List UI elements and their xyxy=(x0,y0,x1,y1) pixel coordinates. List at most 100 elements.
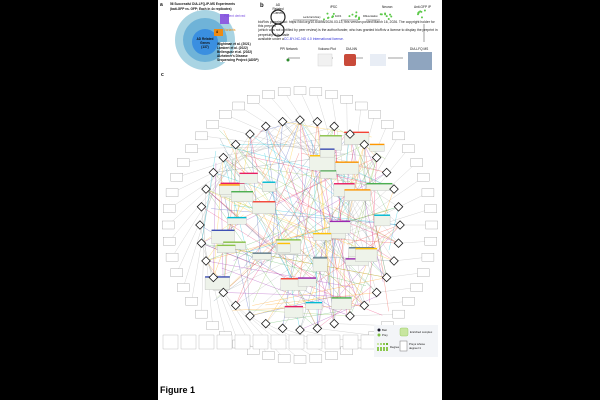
cell-icon xyxy=(351,13,354,16)
dia-nn-label: DIA-NN xyxy=(346,47,357,51)
legend-enriched-complex: Enriched complex xyxy=(410,330,433,334)
prey-box xyxy=(232,101,245,111)
cell-icon xyxy=(331,16,334,19)
bait-node xyxy=(371,287,382,298)
edge xyxy=(233,172,387,261)
bait-node xyxy=(230,300,241,311)
edge xyxy=(249,133,350,206)
edge xyxy=(349,237,385,316)
preys-degree1-box xyxy=(324,334,341,350)
prey-box xyxy=(392,131,405,141)
panel-b-label: b xyxy=(260,3,264,9)
cell-icon xyxy=(423,9,426,12)
complex-header xyxy=(211,229,235,232)
complex-header xyxy=(348,247,375,249)
source-2: Lambert et al. (2022) xyxy=(217,46,248,50)
bait-node xyxy=(393,201,404,212)
enriched-complex-box xyxy=(374,215,391,227)
edge xyxy=(245,251,251,316)
edge xyxy=(288,167,335,324)
preys-degree1-box xyxy=(198,334,215,350)
bait-node xyxy=(329,121,340,132)
edge xyxy=(299,120,304,203)
legend-preys-degree1-line1: Preys whose xyxy=(409,342,426,346)
prey-box xyxy=(325,351,338,360)
edge xyxy=(364,144,376,168)
variants-wedge xyxy=(214,29,223,36)
bait-node xyxy=(312,116,323,127)
prey-box xyxy=(195,131,208,141)
edge xyxy=(349,134,384,283)
legend-marks xyxy=(377,327,409,352)
enriched-complex-swatch xyxy=(399,327,409,337)
edge xyxy=(218,246,387,278)
complex-header xyxy=(355,247,378,250)
enriched-complex-box xyxy=(297,278,317,287)
prey-box xyxy=(185,297,198,306)
enriched-complex-box xyxy=(217,245,236,254)
preys-degree1-box xyxy=(306,334,323,350)
bait-node xyxy=(277,116,288,127)
license-link[interactable]: CC-BY-NC-ND 4.0 International license. xyxy=(283,36,344,41)
prey-box xyxy=(392,309,405,319)
edge xyxy=(212,157,224,285)
cell-icon xyxy=(379,13,382,16)
prey-box xyxy=(165,253,179,262)
edge xyxy=(169,119,301,209)
prey-box xyxy=(177,158,190,167)
cell-icon xyxy=(390,15,393,18)
cell-icon xyxy=(323,18,326,21)
source-3: Bellenguez et al. (2022) xyxy=(217,50,253,54)
edge xyxy=(262,121,283,175)
edge xyxy=(328,134,351,286)
enriched-complex-box xyxy=(355,248,378,262)
bait-node xyxy=(359,300,370,311)
bait-node xyxy=(208,167,219,178)
preys-degree1-box xyxy=(216,334,233,350)
enriched-complex-box xyxy=(331,298,352,310)
watermark-line2: (which was not certified by peer review)… xyxy=(258,28,438,37)
patient-derived-wedge xyxy=(220,14,229,24)
complex-header xyxy=(320,170,337,172)
bait-node xyxy=(196,201,207,212)
edge xyxy=(299,295,380,331)
variants-label: Variants xyxy=(224,28,236,32)
edge xyxy=(388,206,399,251)
complex-header xyxy=(374,214,391,216)
edge xyxy=(364,301,409,306)
enriched-complex-box xyxy=(329,221,351,234)
bait-node xyxy=(381,272,392,283)
legend-bait: Bait xyxy=(382,328,387,332)
prey-box xyxy=(262,90,275,99)
bait-node xyxy=(389,184,399,194)
edge xyxy=(201,206,316,278)
edge xyxy=(235,144,314,197)
enriched-complex-box xyxy=(319,149,335,158)
preys-degree1-box xyxy=(270,334,287,350)
enriched-complex-box xyxy=(369,144,385,152)
edge xyxy=(376,287,417,293)
bait-node xyxy=(371,152,382,163)
bait-node xyxy=(381,167,392,178)
prey-box xyxy=(206,120,219,129)
cell-icon xyxy=(420,10,423,13)
edge xyxy=(311,139,335,324)
cell-icon xyxy=(355,11,358,14)
enriched-complex-box xyxy=(305,302,323,310)
edge xyxy=(235,305,301,360)
bait-node xyxy=(201,256,211,266)
complex-header xyxy=(305,301,323,304)
cell-icon xyxy=(420,16,423,19)
facs-label: FACS xyxy=(335,15,342,18)
edge xyxy=(265,126,319,283)
prey-box xyxy=(402,144,415,153)
legend-prey: Prey xyxy=(382,333,388,337)
enriched-complex-box xyxy=(239,173,258,184)
bait-node xyxy=(260,121,271,132)
bait-node xyxy=(395,220,405,230)
enriched-complex-box xyxy=(231,192,254,202)
edge xyxy=(235,153,300,306)
edge xyxy=(169,126,266,242)
bait-node xyxy=(218,152,229,163)
edge xyxy=(223,157,325,229)
